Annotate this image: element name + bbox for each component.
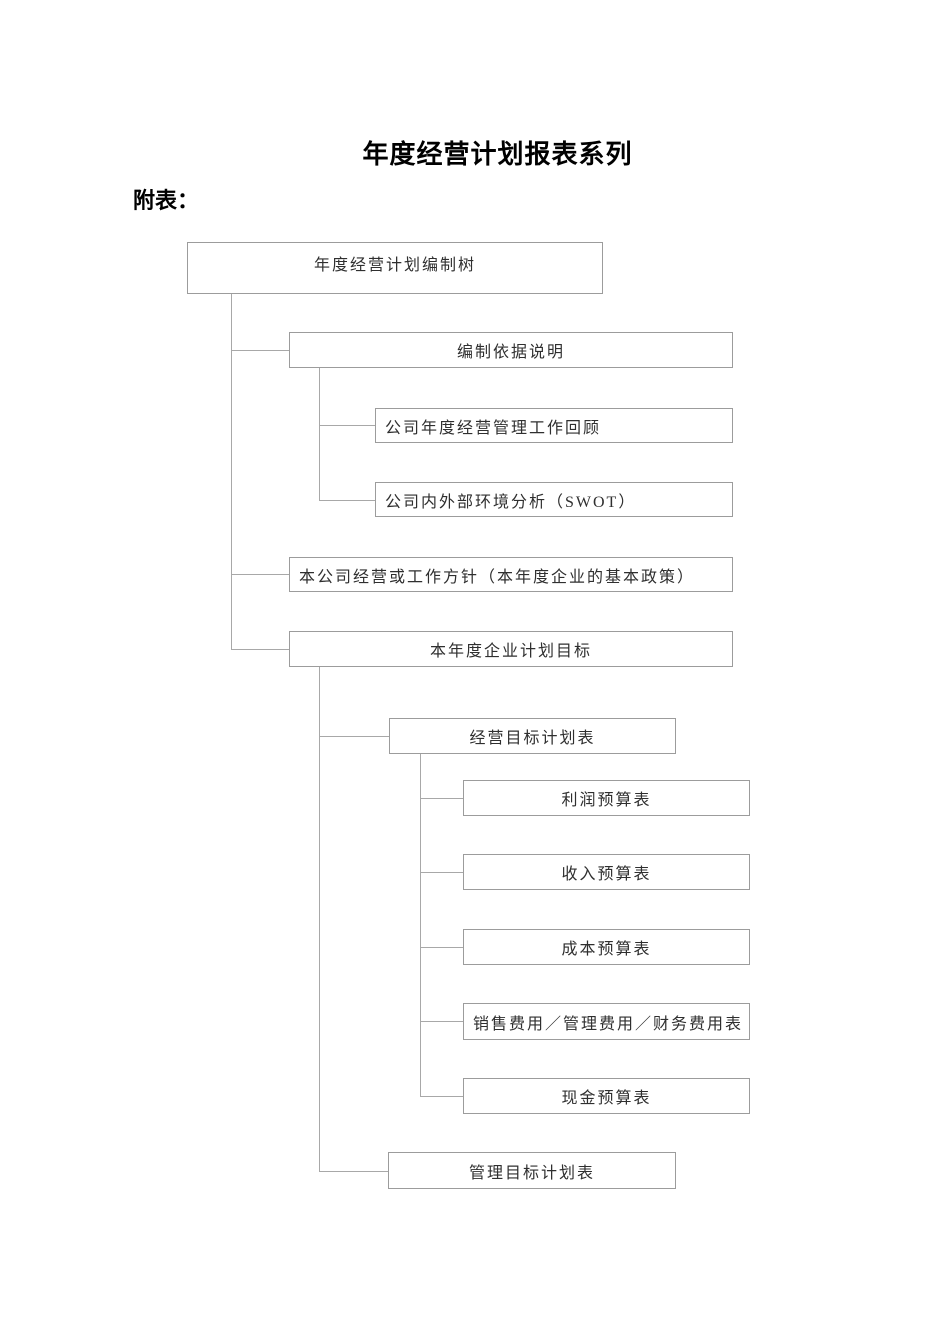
connector-hline-to-business-goal [319, 736, 389, 737]
node-management-goal-plan-table: 管理目标计划表 [388, 1152, 676, 1189]
node-cash-budget-table: 现金预算表 [463, 1078, 750, 1114]
node-expense-tables: 销售费用／管理费用／财务费用表 [463, 1003, 750, 1040]
connector-hline-to-swot [319, 500, 375, 501]
connector-hline-to-revenue [420, 872, 463, 873]
node-compilation-basis-description: 编制依据说明 [289, 332, 733, 368]
page-title: 年度经营计划报表系列 [362, 139, 633, 169]
node-annual-plan-compilation-tree: 年度经营计划编制树 [187, 242, 603, 294]
connector-vline-basis [319, 368, 320, 500]
node-revenue-budget-table: 收入预算表 [463, 854, 750, 890]
connector-hline-to-cash [420, 1096, 463, 1097]
connector-vline-goals [319, 667, 320, 1171]
connector-hline-to-review [319, 425, 375, 426]
node-business-goal-plan-table: 经营目标计划表 [389, 718, 676, 754]
connector-hline-to-cost [420, 947, 463, 948]
node-annual-management-review: 公司年度经营管理工作回顾 [375, 408, 733, 443]
node-company-policy: 本公司经营或工作方针（本年度企业的基本政策） [289, 557, 733, 592]
connector-vline-root [231, 294, 232, 649]
connector-hline-to-basis [231, 350, 289, 351]
connector-hline-to-expense [420, 1021, 463, 1022]
connector-hline-to-policy [231, 574, 289, 575]
connector-hline-to-profit [420, 798, 463, 799]
node-annual-enterprise-plan-goals: 本年度企业计划目标 [289, 631, 733, 667]
node-profit-budget-table: 利润预算表 [463, 780, 750, 816]
connector-hline-to-management-goal [319, 1171, 388, 1172]
node-swot-analysis: 公司内外部环境分析（SWOT） [375, 482, 733, 517]
connector-vline-business-goal [420, 754, 421, 1096]
attached-tables-label: 附表： [133, 188, 200, 213]
node-cost-budget-table: 成本预算表 [463, 929, 750, 965]
connector-hline-to-goals [231, 649, 289, 650]
